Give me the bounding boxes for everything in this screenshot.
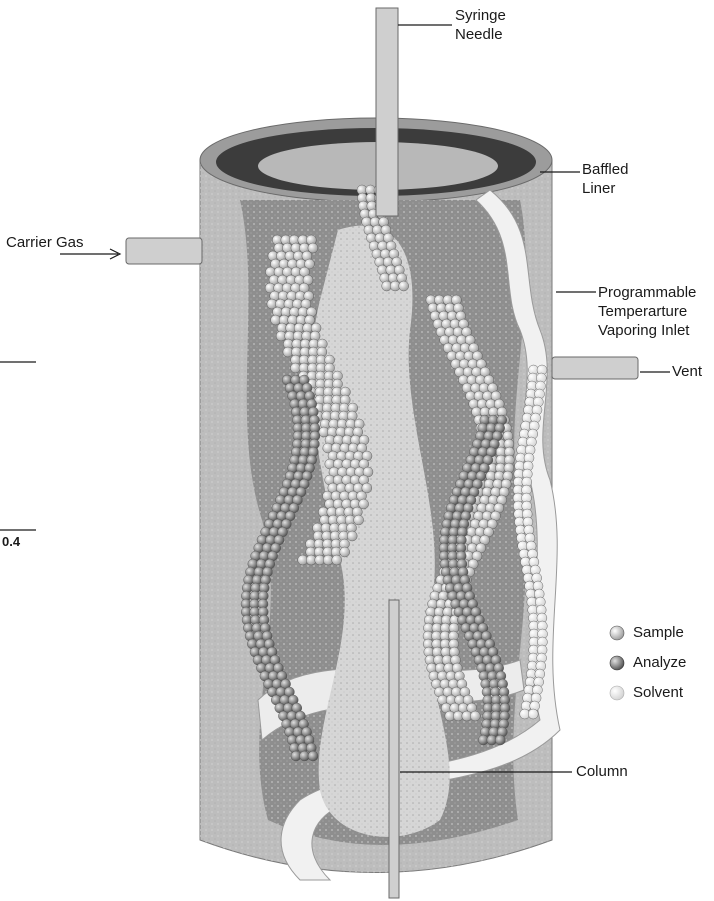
molecule: [332, 555, 342, 565]
axis-tick-label: 0.4: [2, 532, 20, 551]
molecule: [340, 547, 350, 557]
label-programmable-inlet: Programmable Temperarture Vaporing Inlet: [598, 283, 696, 340]
legend-label-solvent: Solvent: [633, 683, 683, 702]
label-carrier-gas: Carrier Gas: [6, 233, 84, 252]
molecule: [495, 735, 505, 745]
label-syringe-needle: Syringe Needle: [455, 6, 506, 44]
label-column: Column: [576, 762, 628, 781]
molecule: [347, 531, 357, 541]
carrier-gas-tube: [126, 238, 202, 264]
vent-tube: [552, 357, 638, 379]
legend-label-analyze: Analyze: [633, 653, 686, 672]
molecule: [399, 281, 409, 291]
molecule: [470, 711, 480, 721]
molecule: [528, 709, 538, 719]
label-baffled-liner: Baffled Liner: [582, 160, 628, 198]
label-vent: Vent: [672, 362, 702, 381]
legend-sample-swatch: [610, 626, 624, 640]
legend-solvent-swatch: [610, 686, 624, 700]
syringe-needle-shaft: [376, 8, 398, 216]
legend-label-sample: Sample: [633, 623, 684, 642]
column-tube: [389, 600, 399, 898]
legend-analyze-swatch: [610, 656, 624, 670]
molecule: [359, 499, 369, 509]
molecule: [308, 751, 318, 761]
molecule: [354, 515, 364, 525]
